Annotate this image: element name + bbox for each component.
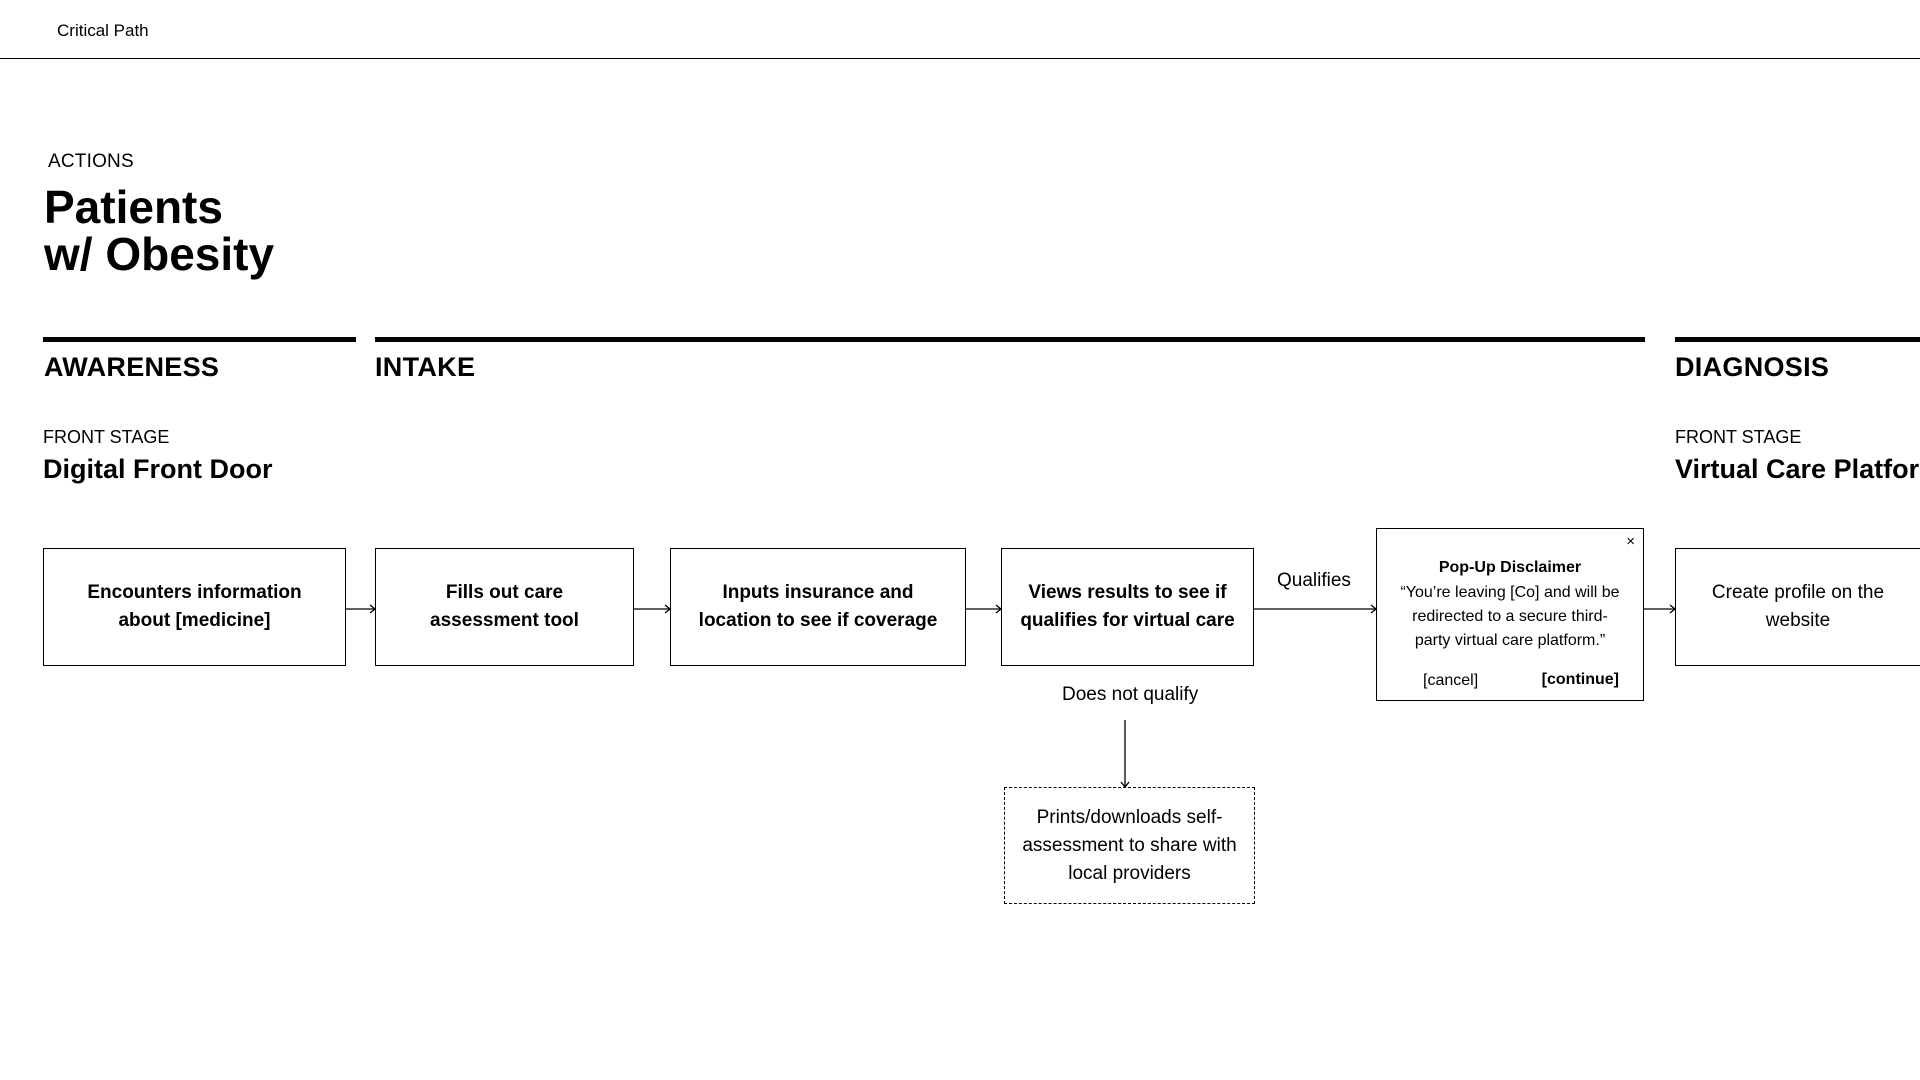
page-title-line-1: Patients (44, 181, 223, 233)
actions-eyebrow: ACTIONS (48, 151, 134, 172)
step-views-results[interactable]: Views results to see if qualifies for vi… (1001, 548, 1254, 666)
step-inputs-line-2: location to see if coverage (698, 610, 938, 631)
branch-label-does-not-qualify: Does not qualify (1062, 684, 1199, 705)
popup-disclaimer: × Pop-Up Disclaimer “You’re leaving [Co]… (1376, 528, 1644, 701)
step-prints-line-1: Prints/downloads self- (1036, 806, 1223, 828)
popup-body-line-1: “You’re leaving [Co] and will be (1400, 584, 1620, 601)
step-fills-out-line-1: Fills out care (445, 582, 564, 603)
top-bar: Critical Path (0, 0, 1920, 59)
popup-body-line-2: redirected to a secure third- (1412, 608, 1608, 625)
step-fills-out-assessment[interactable]: Fills out care assessment tool (375, 548, 634, 666)
step-create-profile-line-2: website (1765, 610, 1831, 631)
step-create-profile[interactable]: Create profile on the website (1675, 548, 1920, 666)
phase-rule-awareness (43, 337, 356, 342)
stage-sub-awareness: FRONT STAGE (43, 427, 170, 447)
step-prints-downloads[interactable]: Prints/downloads self- assessment to sha… (1004, 787, 1255, 904)
step-create-profile-line-1: Create profile on the (1711, 582, 1885, 603)
top-bar-title: Critical Path (57, 21, 149, 40)
page-title: Patients w/ Obesity (44, 184, 274, 278)
phase-label-intake: INTAKE (375, 352, 476, 382)
step-encounters-line-1: Encounters information (87, 582, 302, 603)
popup-cancel-button[interactable]: [cancel] (1423, 672, 1479, 689)
stage-title-digital-front-door: Digital Front Door (43, 454, 273, 484)
page-title-line-2: w/ Obesity (44, 228, 275, 280)
popup-body-line-3: party virtual care platform.” (1414, 632, 1606, 649)
step-inputs-insurance[interactable]: Inputs insurance and location to see if … (670, 548, 966, 666)
step-fills-out-line-2: assessment tool (430, 610, 579, 631)
step-prints-line-3: local providers (1068, 862, 1191, 884)
phase-rule-diagnosis (1675, 337, 1920, 342)
popup-body: “You’re leaving [Co] and will be redirec… (1395, 581, 1625, 653)
step-inputs-line-1: Inputs insurance and (722, 582, 914, 603)
stage-sub-diagnosis: FRONT STAGE (1675, 427, 1802, 447)
step-encounters-line-2: about [medicine] (118, 610, 271, 631)
stage-title-virtual-care-platform: Virtual Care Platform (1675, 454, 1920, 484)
step-prints-line-2: assessment to share with (1022, 834, 1237, 856)
phase-label-diagnosis: DIAGNOSIS (1675, 352, 1830, 382)
popup-title: Pop-Up Disclaimer (1438, 559, 1582, 576)
close-icon[interactable]: × (1626, 533, 1635, 550)
phase-rule-intake (375, 337, 1645, 342)
phase-label-awareness: AWARENESS (44, 352, 220, 382)
step-encounters-information[interactable]: Encounters information about [medicine] (43, 548, 346, 666)
popup-continue-button[interactable]: [continue] (1541, 671, 1619, 688)
step-views-line-1: Views results to see if (1028, 582, 1227, 603)
step-views-line-2: qualifies for virtual care (1020, 610, 1235, 631)
branch-label-qualifies: Qualifies (1277, 570, 1351, 591)
